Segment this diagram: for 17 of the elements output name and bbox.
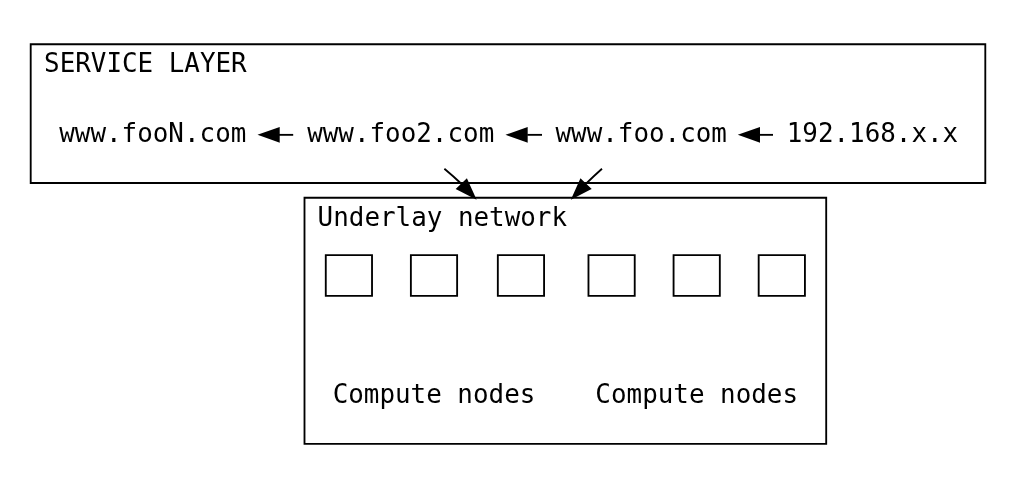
node-box xyxy=(672,253,721,297)
arrow xyxy=(505,126,543,143)
node-box xyxy=(587,253,636,297)
arrow xyxy=(257,126,295,143)
node-text: www.fooN.com xyxy=(59,117,247,148)
label: Compute nodes xyxy=(595,378,799,409)
node-text: www.foo.com xyxy=(555,117,727,148)
node-text: 192.168.x.x xyxy=(786,117,959,148)
node-box xyxy=(496,253,545,297)
node-box xyxy=(409,253,459,297)
node-box xyxy=(757,253,806,297)
node-box xyxy=(324,253,373,297)
arrow xyxy=(570,167,603,200)
arrow xyxy=(443,167,477,200)
arrow xyxy=(737,126,774,143)
node-text: www.foo2.com xyxy=(307,117,495,148)
label: Compute nodes xyxy=(332,378,536,409)
